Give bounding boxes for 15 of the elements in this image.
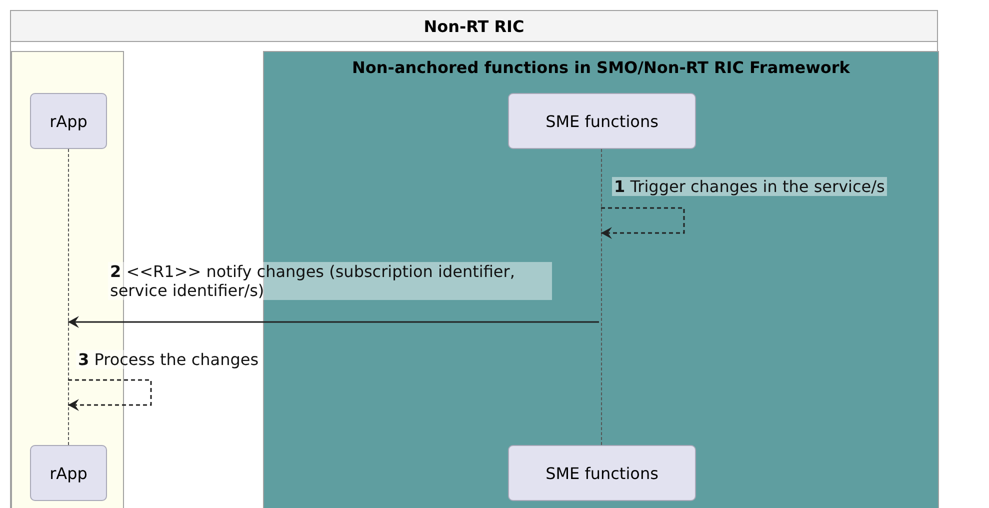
message-label: 1 Trigger changes in the service/s <box>612 177 887 196</box>
participant-box: SME functions <box>508 93 696 149</box>
self-message-arrow <box>68 379 152 411</box>
group-title: Non-RT RIC <box>422 17 526 36</box>
lifeline <box>601 149 603 445</box>
participant-box: rApp <box>30 445 107 501</box>
message-arrow <box>68 316 599 328</box>
participant-box: SME functions <box>508 445 696 501</box>
message-label: 3 Process the changes <box>76 350 261 369</box>
lifeline <box>68 149 70 445</box>
self-message-arrow <box>601 207 685 239</box>
group-title: Non-anchored functions in SMO/Non-RT RIC Framework <box>351 58 851 77</box>
frame-box <box>10 10 938 508</box>
message-label: 2 <<R1>> notify changes (subscription identifier, service identifier/s) <box>108 262 552 300</box>
participant-box: rApp <box>30 93 107 149</box>
